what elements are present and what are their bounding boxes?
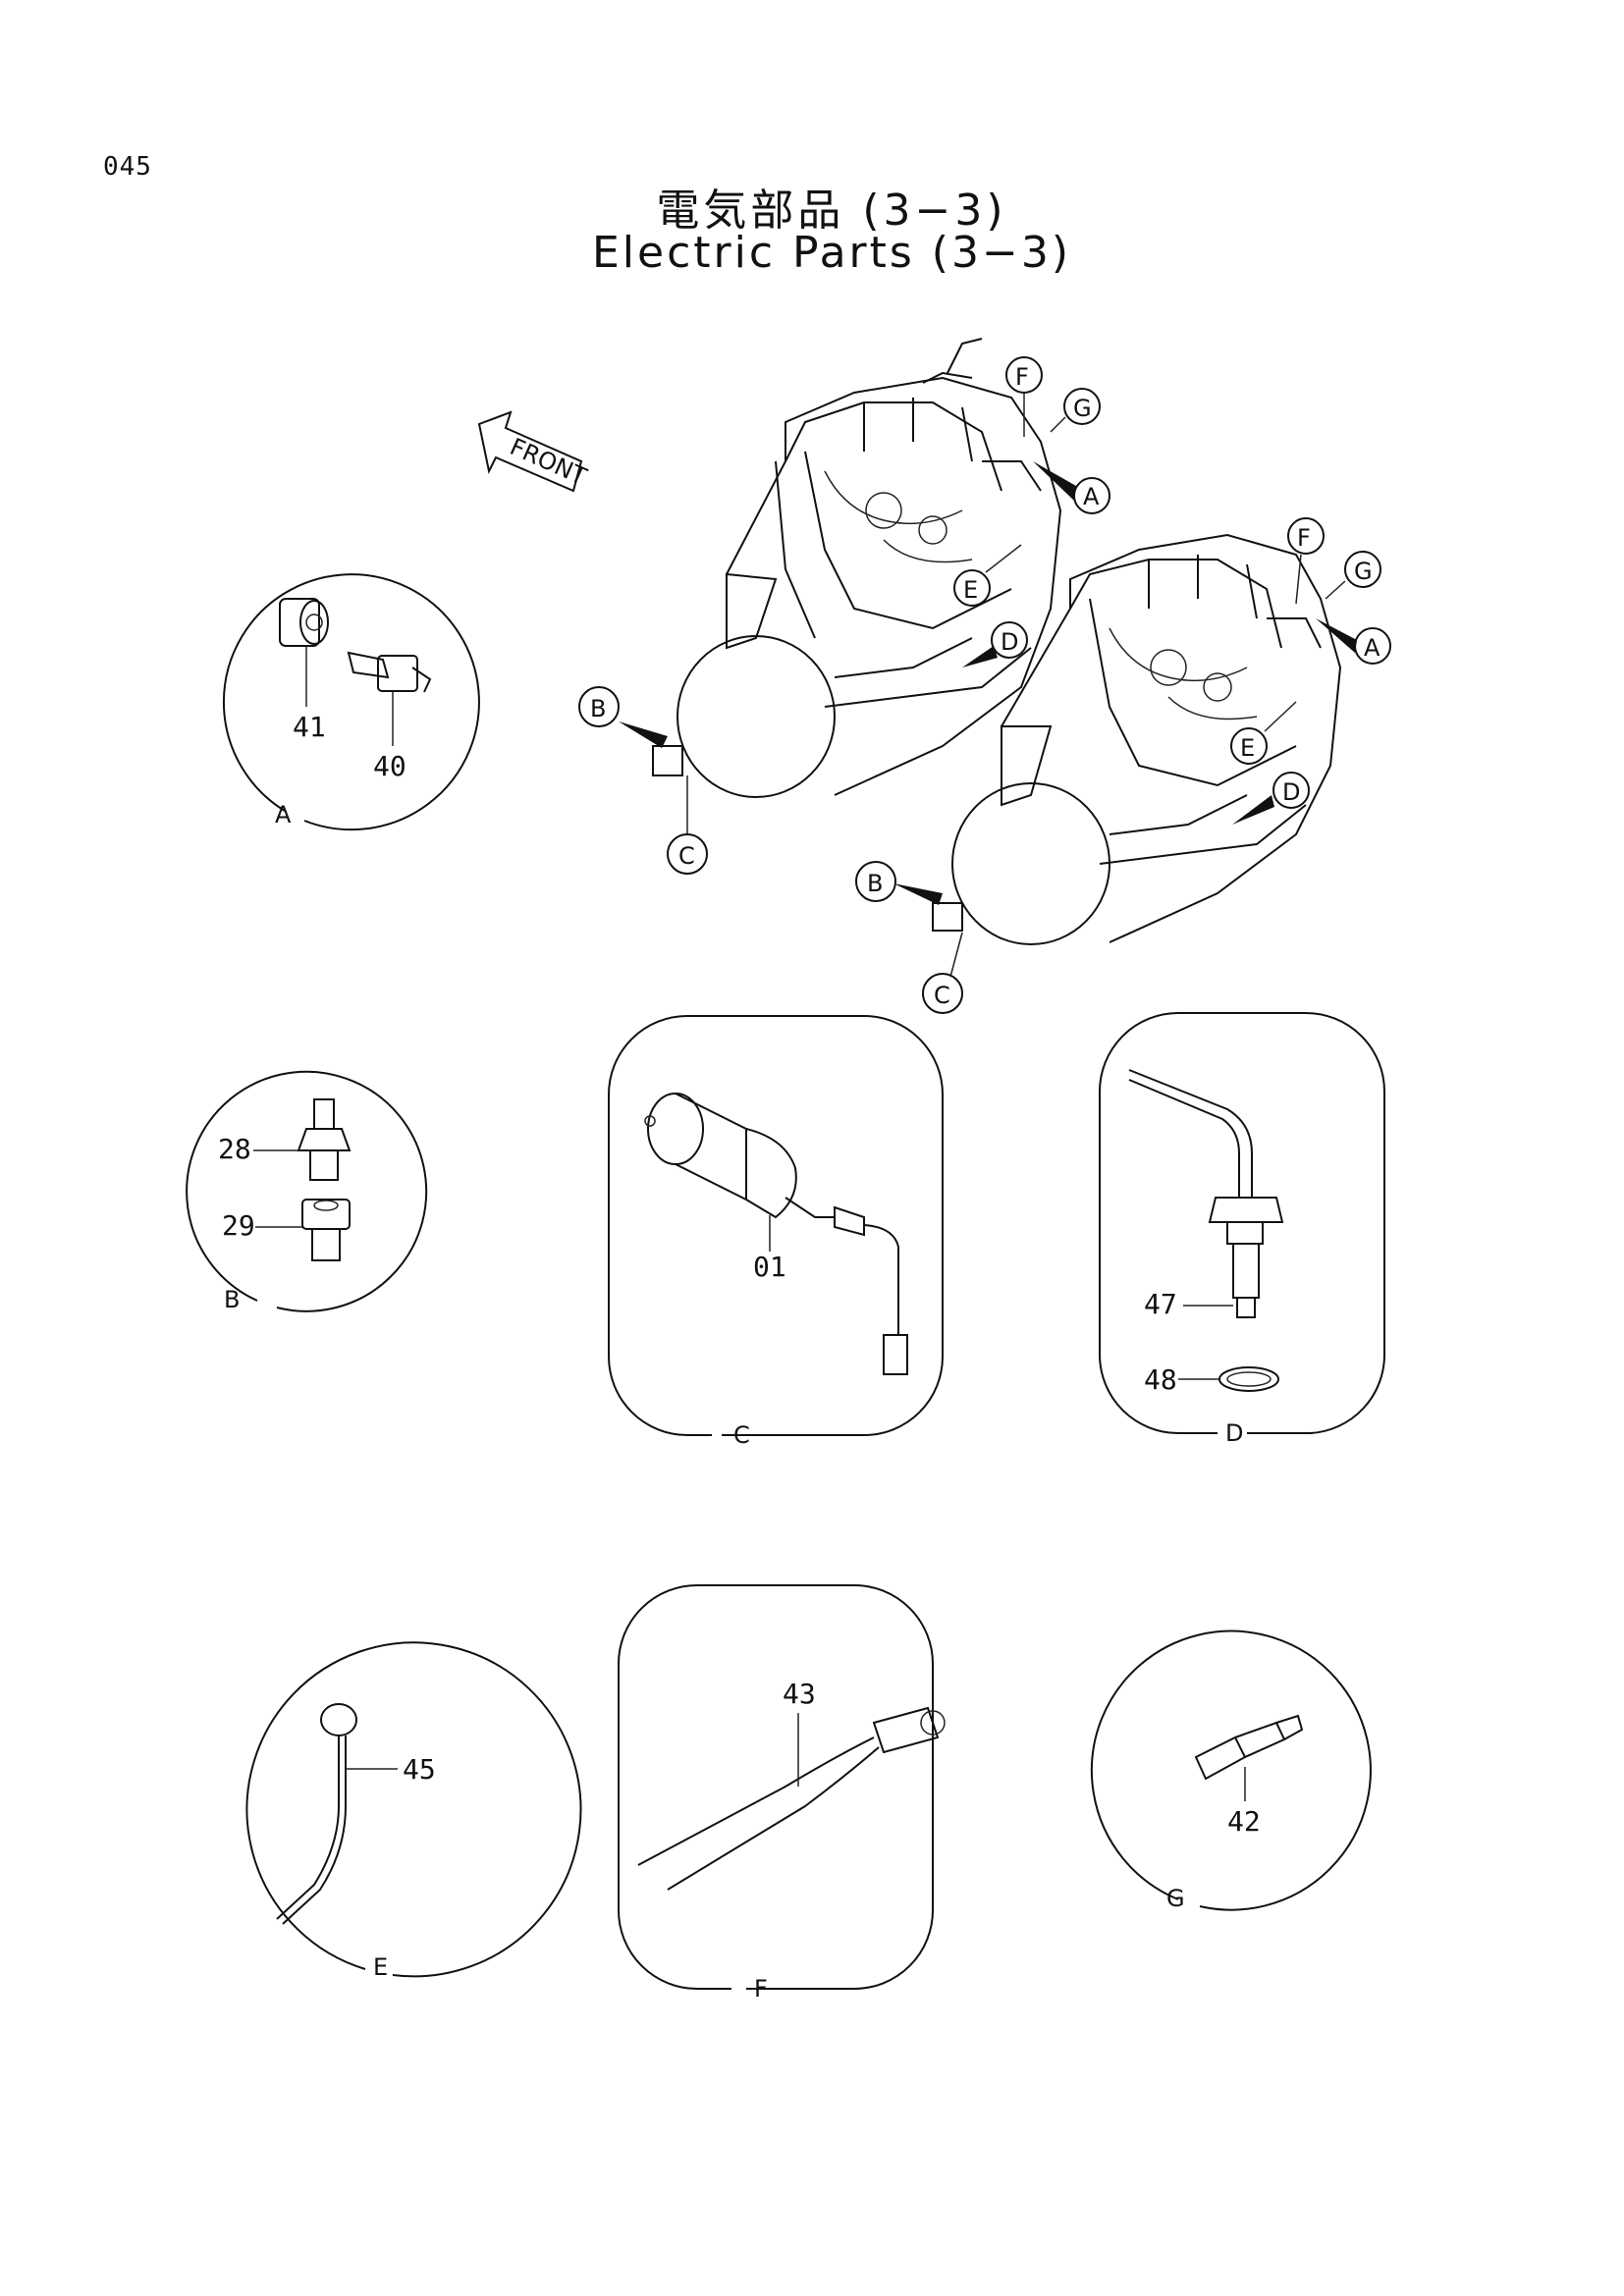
- page-title-japanese: 電気部品 (3−3): [656, 186, 1007, 236]
- part-label-42: 42: [1227, 1805, 1261, 1838]
- detail-f: F 43: [618, 1584, 946, 2002]
- part-label-28: 28: [218, 1133, 251, 1165]
- svg-text:D: D: [1001, 628, 1018, 656]
- part-label-41: 41: [293, 711, 326, 743]
- svg-text:A: A: [1083, 483, 1100, 510]
- part-label-29: 29: [222, 1209, 255, 1242]
- detail-a-caption: A: [275, 801, 292, 828]
- engine-assembly-2: [951, 533, 1342, 945]
- svg-text:E: E: [963, 576, 978, 604]
- detail-e-caption: E: [373, 1953, 388, 1981]
- svg-text:B: B: [867, 870, 883, 897]
- svg-text:F: F: [1297, 524, 1311, 552]
- detail-c: C 01: [608, 1015, 944, 1449]
- part-label-45: 45: [403, 1753, 436, 1786]
- detail-d: D 47 48: [1099, 1012, 1386, 1447]
- engine-1-callouts: F G A E D B C: [578, 356, 1110, 875]
- detail-g: G 42: [1090, 1629, 1372, 1912]
- engine-assembly-1: [677, 338, 1062, 798]
- part-label-43: 43: [783, 1678, 816, 1710]
- svg-text:C: C: [678, 842, 695, 870]
- part-label-01: 01: [753, 1251, 786, 1283]
- detail-b-caption: B: [224, 1286, 240, 1313]
- svg-text:D: D: [1282, 778, 1300, 806]
- detail-b: B 28 29: [186, 1070, 428, 1313]
- detail-f-caption: F: [754, 1975, 768, 2002]
- svg-text:A: A: [1364, 634, 1380, 662]
- part-label-40: 40: [373, 750, 406, 782]
- detail-a: A 41 40: [222, 573, 480, 831]
- page-title-english: Electric Parts (3−3): [592, 228, 1071, 278]
- svg-text:E: E: [1240, 734, 1255, 762]
- detail-e: E 45: [245, 1641, 582, 1981]
- svg-text:B: B: [590, 695, 606, 722]
- engine-2-callouts: F G A E D B C: [855, 517, 1391, 1014]
- svg-text:G: G: [1073, 395, 1092, 422]
- front-label: FRONT: [506, 433, 591, 491]
- detail-c-caption: C: [733, 1421, 750, 1449]
- svg-text:G: G: [1354, 558, 1373, 585]
- part-label-48: 48: [1144, 1363, 1177, 1396]
- svg-text:C: C: [934, 982, 950, 1009]
- svg-text:F: F: [1015, 363, 1029, 391]
- part-label-47: 47: [1144, 1288, 1177, 1320]
- detail-g-caption: G: [1166, 1885, 1185, 1912]
- page-number: 045: [103, 152, 152, 182]
- detail-d-caption: D: [1225, 1419, 1243, 1447]
- front-arrow-icon: FRONT: [477, 410, 591, 493]
